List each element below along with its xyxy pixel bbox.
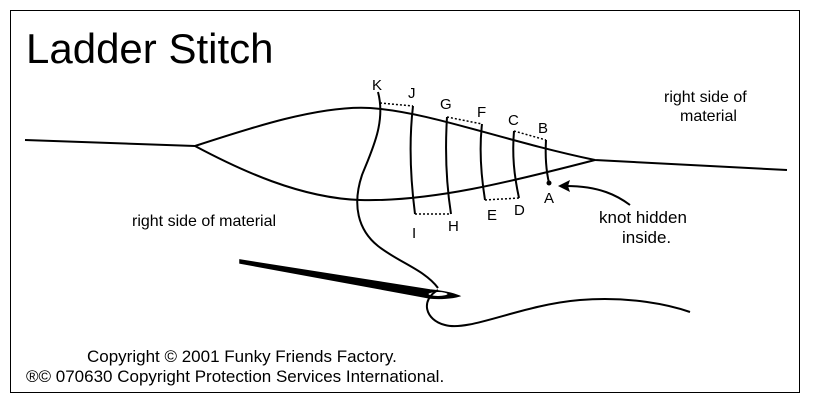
fabric-top-edge	[24, 106, 788, 171]
stitch-f-e	[479, 123, 486, 201]
stitch-b-a	[544, 139, 550, 184]
knot-arrow-line	[565, 185, 631, 206]
point-label-c: C	[508, 112, 519, 129]
needle-icon	[239, 259, 462, 300]
fabric-bottom-edge	[194, 145, 596, 202]
copyright-line2: ®© 070630 Copyright Protection Services …	[26, 367, 444, 386]
point-label-b: B	[538, 120, 548, 137]
point-label-g: G	[440, 96, 452, 113]
knot-arrow-head-icon	[558, 180, 570, 192]
point-label-i: I	[412, 225, 416, 242]
diagram-frame	[10, 10, 800, 393]
knot-dot	[546, 180, 552, 186]
right-side-top-line1: right side of	[664, 89, 747, 106]
diagram-title: Ladder Stitch	[26, 25, 274, 72]
stitch-j-i	[409, 105, 416, 215]
right-side-left-label: right side of material	[132, 213, 276, 230]
point-label-a: A	[544, 190, 554, 207]
copyright-line1: Copyright © 2001 Funky Friends Factory.	[87, 347, 397, 366]
point-label-k: K	[372, 77, 382, 94]
knot-note-line1: knot hidden	[599, 208, 687, 227]
stitch-g-h	[445, 116, 452, 215]
right-side-top-line2: material	[680, 108, 737, 125]
stitch-c-d	[512, 130, 520, 199]
point-label-e: E	[487, 207, 497, 224]
point-label-d: D	[514, 202, 525, 219]
point-label-f: F	[477, 104, 486, 121]
knot-note-line2: inside.	[622, 228, 671, 247]
stitch-k-thread	[356, 91, 439, 289]
thread-tail	[426, 289, 691, 328]
point-label-j: J	[408, 85, 416, 102]
point-label-h: H	[448, 218, 459, 235]
hidden-stitches	[379, 102, 547, 215]
